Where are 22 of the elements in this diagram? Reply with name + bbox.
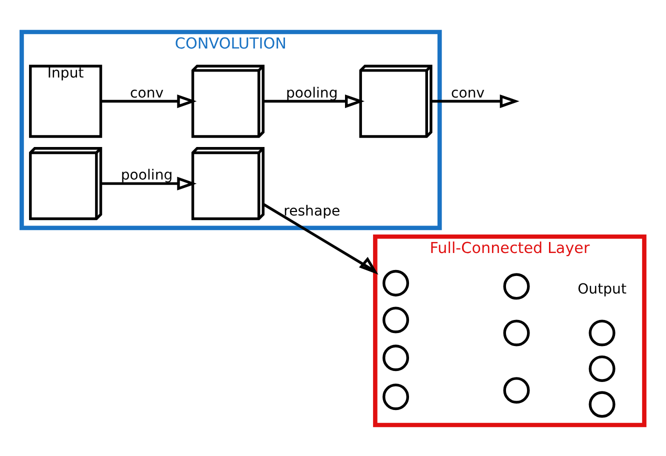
label: Output bbox=[578, 280, 626, 297]
edge-label: pooling bbox=[120, 167, 173, 184]
arrow bbox=[101, 176, 197, 190]
edge-label: reshape bbox=[284, 202, 340, 219]
node-circle bbox=[588, 390, 616, 418]
node-circle bbox=[382, 306, 410, 333]
node-circle bbox=[503, 376, 530, 404]
node-circle bbox=[503, 319, 530, 346]
node-circle bbox=[588, 354, 616, 382]
node-circle bbox=[382, 344, 410, 371]
edge-label: conv bbox=[130, 84, 164, 101]
edge-label: pooling bbox=[286, 84, 338, 101]
arrow bbox=[263, 94, 365, 108]
arrow bbox=[101, 94, 197, 108]
node-box: Input bbox=[29, 64, 102, 138]
edge-label: conv bbox=[451, 84, 485, 101]
arrow bbox=[431, 94, 520, 108]
node-circle bbox=[503, 272, 530, 300]
node-circle bbox=[382, 383, 410, 410]
arrow bbox=[262, 202, 378, 274]
node-circle bbox=[588, 319, 616, 346]
node-circle bbox=[382, 269, 410, 296]
